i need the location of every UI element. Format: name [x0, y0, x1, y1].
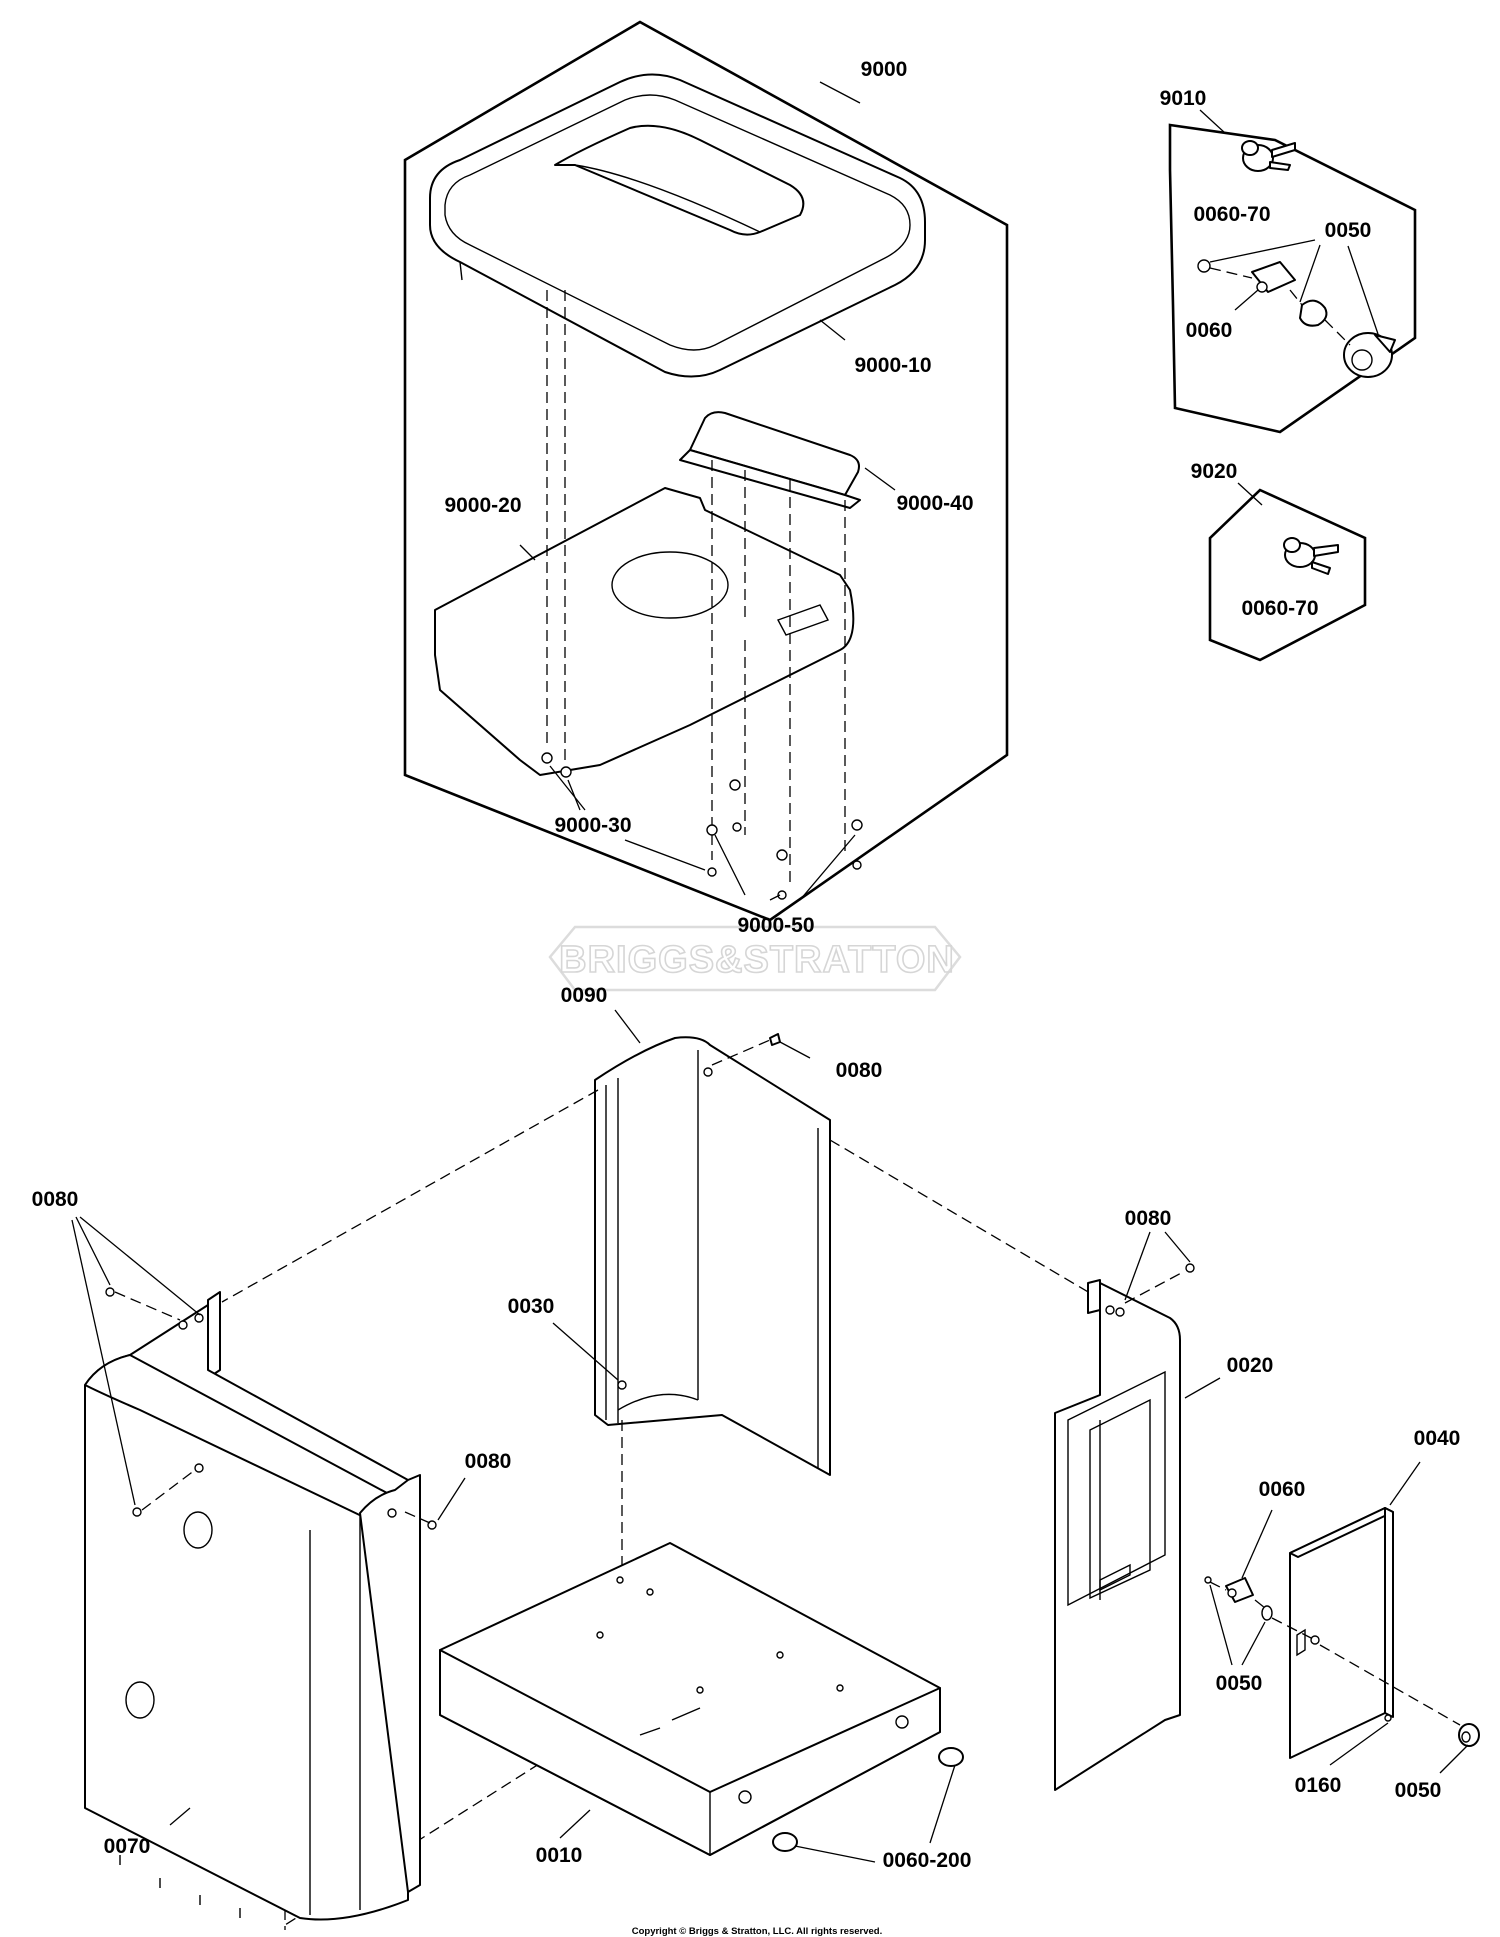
washer-icon — [1299, 299, 1328, 327]
kit-9010-group: 9010 0060-70 0050 0060 — [1160, 87, 1417, 434]
latch-icon — [1225, 1577, 1254, 1603]
callout-0050-a: 0050 — [1216, 1672, 1263, 1695]
kit-9020-group: 9020 0060-70 — [1191, 460, 1367, 662]
callout-9000-30: 9000-30 — [554, 814, 631, 837]
callout-0040: 0040 — [1414, 1427, 1461, 1450]
plug-icon — [772, 1747, 964, 1852]
callout-0020: 0020 — [1227, 1354, 1274, 1377]
washer-icon — [852, 860, 862, 870]
washer-icon — [541, 752, 553, 764]
washer-icon — [851, 819, 863, 831]
bolt-icon — [132, 1507, 142, 1517]
callout-9010-0060: 0060 — [1186, 319, 1233, 342]
washer-icon — [1384, 1714, 1392, 1722]
callout-0060-200: 0060-200 — [883, 1849, 972, 1872]
kit-9020-outline — [1208, 488, 1367, 662]
callout-9000: 9000 — [861, 58, 908, 81]
key-lock-icon — [1241, 140, 1296, 172]
right-panel-0020 — [1054, 1279, 1181, 1791]
callout-9020-0060-70: 0060-70 — [1241, 597, 1318, 620]
vent-cover — [679, 411, 861, 509]
callout-0070: 0070 — [104, 1835, 151, 1858]
cam-lock-icon — [1458, 1723, 1480, 1747]
bolt-icon — [1204, 1576, 1212, 1584]
callout-0090: 0090 — [561, 984, 608, 1007]
washer-icon — [729, 779, 741, 791]
washer-icon — [707, 867, 717, 877]
callout-0060: 0060 — [1259, 1478, 1306, 1501]
roof-base-plate — [434, 487, 855, 776]
latch-icon — [1251, 261, 1296, 293]
washer-icon — [776, 849, 788, 861]
callout-0160: 0160 — [1295, 1774, 1342, 1797]
callout-9020: 9020 — [1191, 460, 1238, 483]
washer-icon — [1261, 1605, 1273, 1621]
callout-9010-0050: 0050 — [1325, 219, 1372, 242]
cam-lock-icon — [1343, 332, 1396, 378]
base-0010 — [439, 1542, 941, 1856]
kit-9000-outline — [403, 20, 1009, 922]
callout-9000-20: 9000-20 — [444, 494, 521, 517]
washer-icon — [732, 822, 742, 832]
callout-0050-b: 0050 — [1395, 1779, 1442, 1802]
kit-9000-group: 9000 9000-10 9000-40 9000-20 — [403, 20, 1009, 937]
callout-9000-40: 9000-40 — [896, 492, 973, 515]
briggs-stratton-watermark: BRIGGS&STRATTON — [548, 925, 962, 992]
bolt-icon — [769, 1033, 781, 1046]
callout-9010: 9010 — [1160, 87, 1207, 110]
washer-icon — [777, 890, 787, 900]
callout-0080-mid: 0080 — [465, 1450, 512, 1473]
bolt-icon — [105, 1287, 115, 1297]
roof-lid — [429, 73, 926, 378]
washer-icon — [706, 824, 718, 836]
copyright-notice: Copyright © Briggs & Stratton, LLC. All … — [632, 1926, 883, 1937]
callout-0010: 0010 — [536, 1844, 583, 1867]
kit-9010-outline — [1168, 123, 1417, 434]
callout-9000-10: 9000-10 — [854, 354, 931, 377]
left-side-panel-0070 — [84, 1291, 421, 1921]
callout-9000-50: 9000-50 — [737, 914, 814, 937]
door-0040 — [1289, 1507, 1394, 1759]
callout-0030: 0030 — [508, 1295, 555, 1318]
watermark-text: BRIGGS&STRATTON — [559, 939, 955, 981]
bolt-icon — [1185, 1263, 1195, 1273]
key-lock-icon — [1283, 537, 1339, 575]
bolt-icon — [1197, 259, 1211, 273]
rear-panel-0090 — [594, 1036, 831, 1476]
bolt-icon — [617, 1380, 627, 1390]
callout-0080-right: 0080 — [1125, 1207, 1172, 1230]
callout-9010-0060-70: 0060-70 — [1193, 203, 1270, 226]
callout-0080-top: 0080 — [836, 1059, 883, 1082]
callout-0080-left: 0080 — [32, 1188, 79, 1211]
washer-icon — [560, 766, 572, 778]
